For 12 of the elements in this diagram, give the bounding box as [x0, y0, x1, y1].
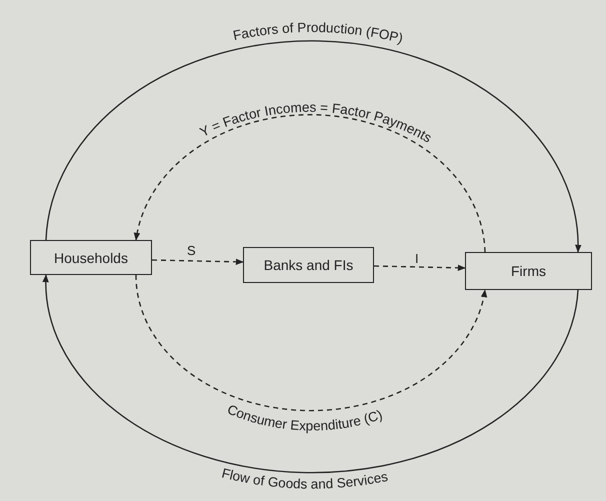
arrow — [43, 274, 579, 474]
process-box: Households — [30, 240, 152, 275]
edge-label: S — [185, 244, 198, 258]
dashed-arrow — [374, 264, 466, 272]
process-box: Banks and FIs — [243, 247, 374, 283]
edge-label: Factors of Production (FOP) — [232, 20, 404, 46]
edge-label: Flow of Goods and Services — [220, 466, 390, 492]
arrow — [45, 40, 581, 253]
dashed-arrow — [152, 258, 244, 266]
process-box: Firms — [465, 252, 592, 290]
dashed-arrow — [135, 274, 487, 412]
dashed-arrow — [134, 114, 486, 252]
